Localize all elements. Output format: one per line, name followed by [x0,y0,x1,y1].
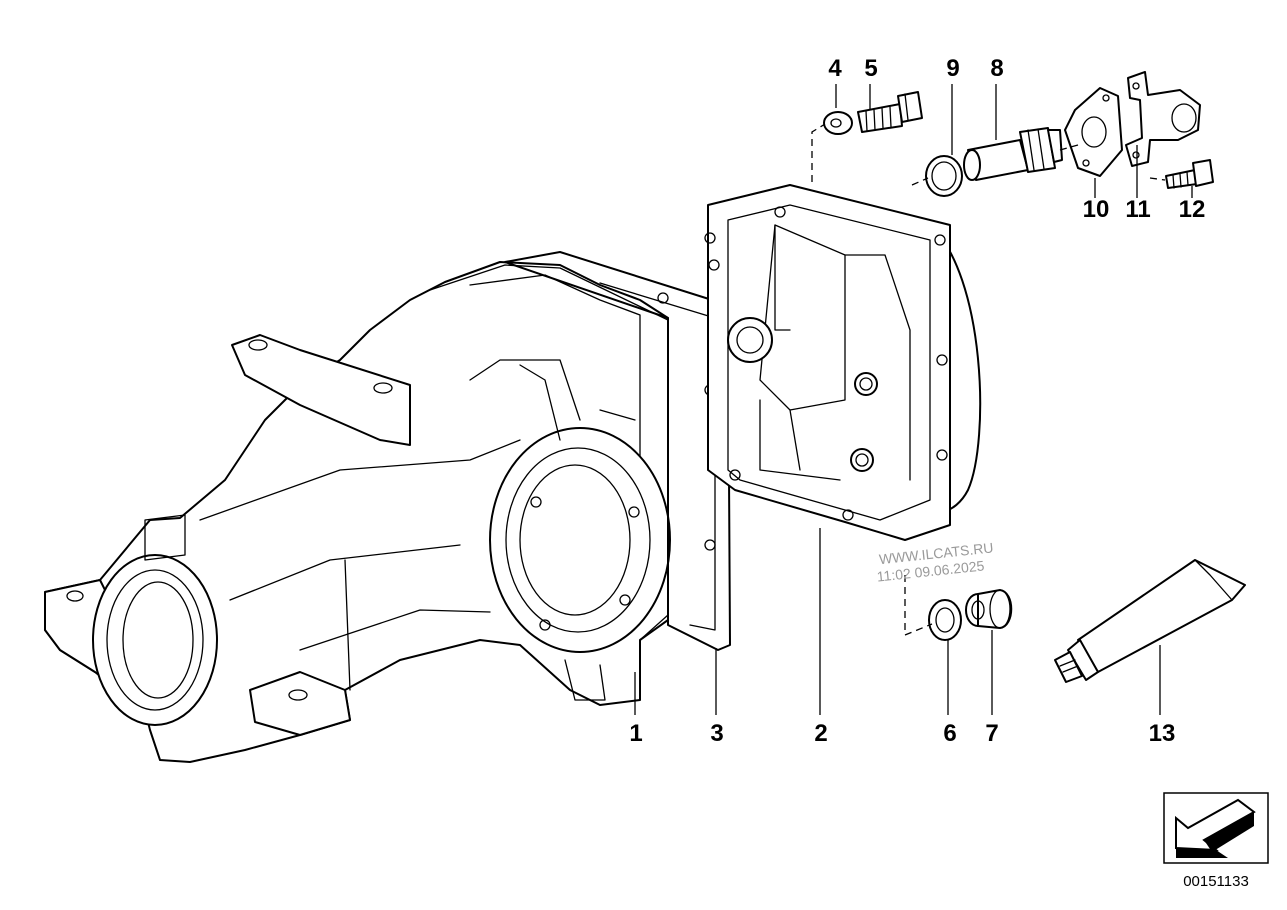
washer [823,111,853,135]
label-part-8: 8 [990,55,1003,82]
label-part-7: 7 [985,720,998,747]
differential-housing [44,261,671,763]
sealing-ring [928,599,962,641]
bolt [857,91,923,133]
clamp-bolt [1165,159,1214,189]
watermark: WWW.ILCATS.RU 11:02 09.06.2025 [876,539,994,584]
label-part-2: 2 [814,720,827,747]
label-part-11: 11 [1125,196,1150,223]
label-part-10: 10 [1083,196,1110,223]
label-part-4: 4 [828,55,842,82]
speed-sensor [963,127,1063,181]
screw-plug [965,589,1013,629]
leader-lines [634,84,1193,715]
label-part-12: 12 [1179,196,1206,223]
arrow-view-direction-icon [1163,792,1269,864]
label-part-5: 5 [864,55,877,82]
housing-cover [704,184,982,541]
label-part-1: 1 [629,720,642,747]
sensor-gasket [1064,87,1123,177]
label-part-6: 6 [943,720,956,747]
lubricant-tube [1054,559,1246,683]
label-part-9: 9 [946,55,959,82]
label-part-3: 3 [710,720,723,747]
diagram-reference-number: 00151133 [1183,873,1249,890]
sensor-clamp [1125,71,1201,167]
label-part-13: 13 [1149,720,1176,747]
part-labels: 4 5 9 8 10 11 12 1 3 2 6 7 13 [629,55,1205,747]
o-ring [925,155,963,197]
